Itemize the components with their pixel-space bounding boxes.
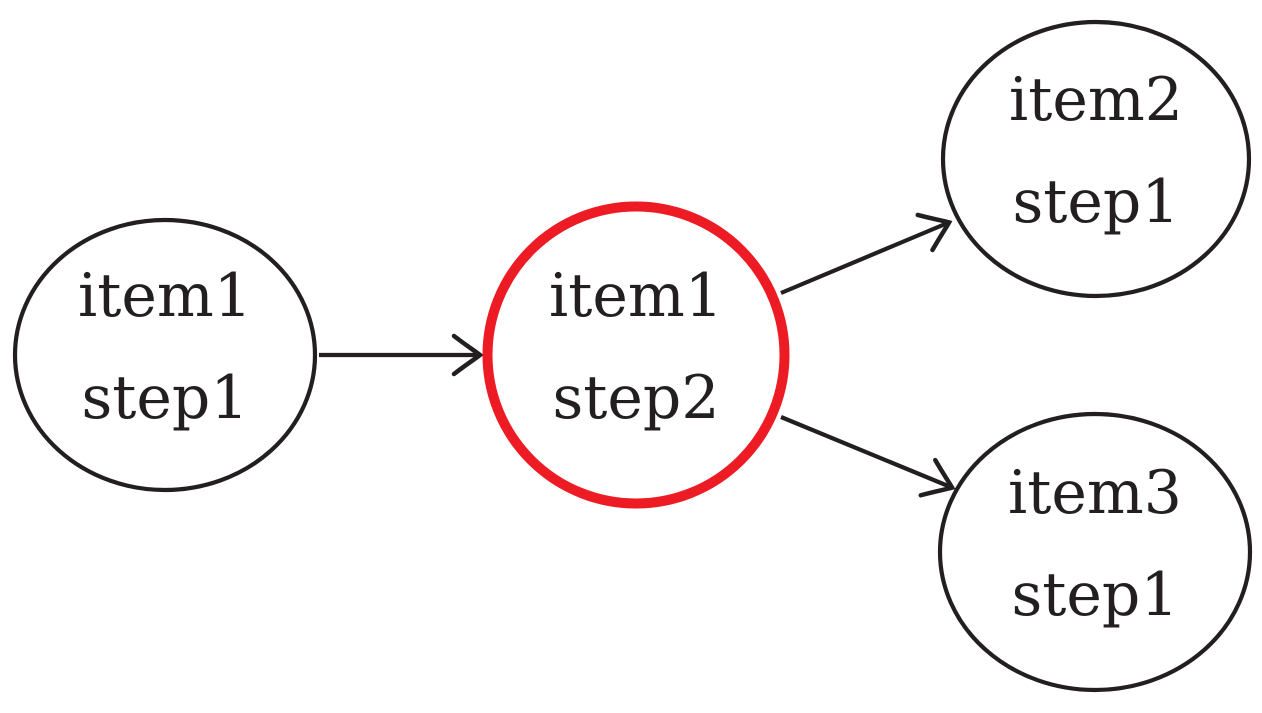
node-item1-step2-highlighted: item1 step2 — [482, 201, 790, 509]
edge-item1step2-to-item3step1 — [780, 415, 956, 498]
node-item1-step1-line2: step1 — [82, 363, 249, 433]
node-item2-step1-ellipse — [940, 19, 1252, 299]
node-item1-step1: item1 step1 — [12, 217, 318, 493]
node-item2-step1-line2: step1 — [1013, 167, 1180, 237]
node-item1-step1-line1: item1 — [78, 261, 252, 331]
node-item1-step1-ellipse — [12, 217, 318, 493]
node-item1-step2-line2: step2 — [553, 363, 720, 433]
node-item2-step1: item2 step1 — [940, 19, 1252, 299]
node-item3-step1: item3 step1 — [937, 411, 1253, 693]
node-item3-step1-line1: item3 — [1008, 458, 1182, 528]
node-item3-step1-ellipse — [937, 411, 1253, 693]
edge-item1step2-to-item2step1 — [780, 212, 953, 295]
node-item1-step2-line1: item1 — [549, 261, 723, 331]
node-item1-step2-circle — [482, 201, 790, 509]
node-item2-step1-line1: item2 — [1009, 65, 1183, 135]
node-item3-step1-line2: step1 — [1012, 560, 1179, 630]
